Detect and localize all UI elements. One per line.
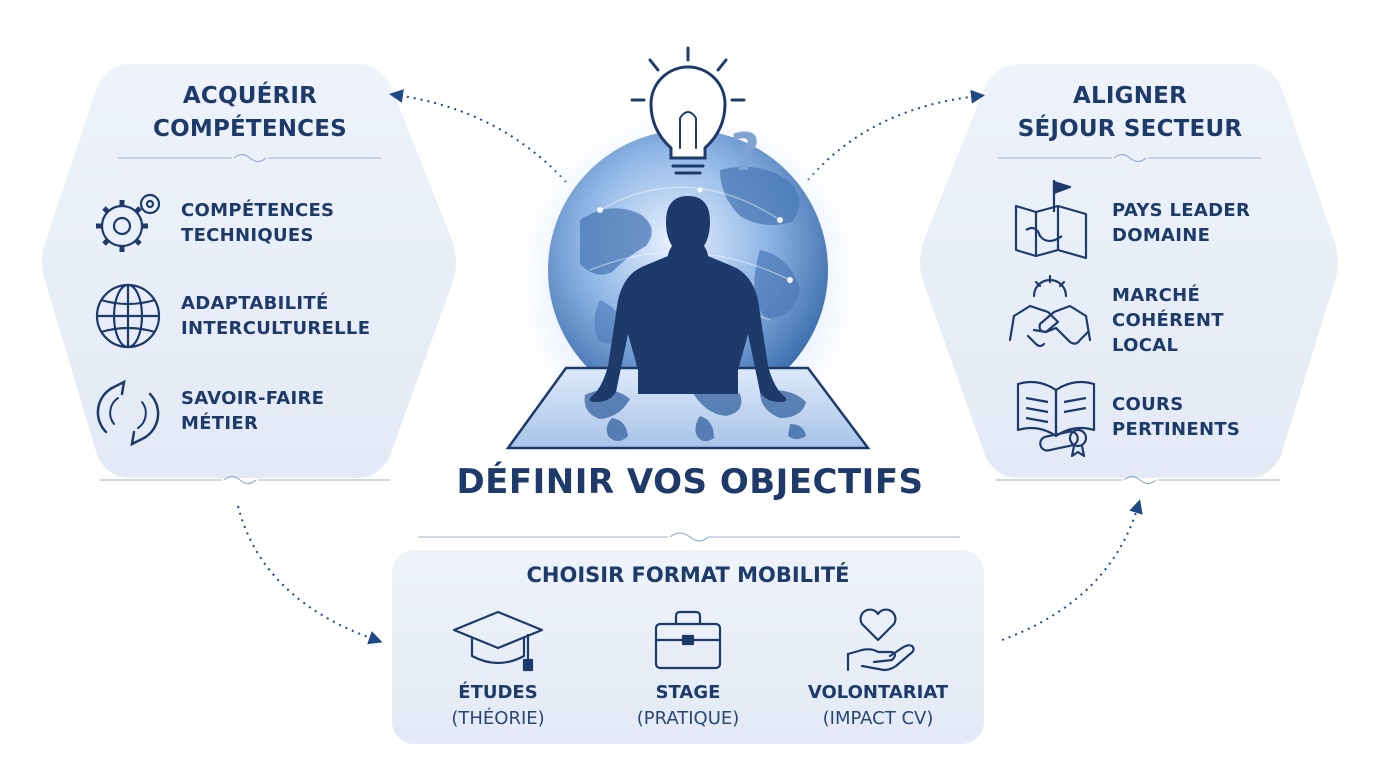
map-flag-icon (1014, 180, 1088, 260)
right-item-1-line2: DOMAINE (1112, 225, 1211, 246)
handshake-icon (1008, 274, 1092, 348)
cycle-arrows-icon (96, 379, 160, 447)
left-item-intercultural-adaptability: ADAPTABILITÉ INTERCULTURELLE (181, 291, 370, 341)
gears-icon (96, 193, 161, 252)
question-mark-icon: ? (730, 123, 760, 183)
right-panel-title: ALIGNER SÉJOUR SECTEUR (980, 80, 1280, 146)
left-item-2-line1: ADAPTABILITÉ (181, 293, 329, 314)
left-item-professional-know-how: SAVOIR-FAIRE MÉTIER (181, 386, 324, 436)
bottom-panel-title: CHOISIR FORMAT MOBILITÉ (526, 563, 850, 587)
right-bottom-divider (996, 476, 1280, 484)
right-item-3-line1: COURS (1112, 394, 1184, 415)
format-internship-sub: (PRATIQUE) (636, 708, 740, 729)
left-item-2-line2: INTERCULTURELLE (181, 318, 371, 339)
right-panel-title-line1: ALIGNER (1073, 83, 1187, 109)
person-silhouette (589, 196, 787, 402)
format-studies-sub: (THÉORIE) (451, 708, 545, 729)
right-item-local-market: MARCHÉ COHÉRENT LOCAL (1112, 283, 1224, 358)
lightbulb-icon (630, 46, 746, 175)
left-item-3-line1: SAVOIR-FAIRE (181, 388, 325, 409)
arrow-center-to-right (807, 89, 985, 181)
right-item-3-line2: PERTINENTS (1112, 419, 1241, 440)
format-volunteering-label: VOLONTARIAT (807, 682, 949, 703)
format-volunteering-sub: (IMPACT CV) (822, 708, 934, 729)
heart-hand-icon (846, 608, 915, 672)
briefcase-icon (654, 610, 722, 670)
book-diploma-icon (1016, 380, 1096, 458)
right-panel-title-line2: SÉJOUR SECTEUR (1017, 116, 1243, 142)
left-title-divider (118, 154, 382, 162)
left-panel-title-line1: ACQUÉRIR (182, 83, 318, 109)
right-item-leading-country: PAYS LEADER DOMAINE (1112, 198, 1250, 248)
left-panel-title: ACQUÉRIR COMPÉTENCES (100, 80, 400, 146)
format-studies-label: ÉTUDES (458, 682, 538, 703)
center-title-divider (418, 532, 960, 542)
arrow-bottom-to-right (1001, 499, 1143, 641)
arrow-left-to-bottom (237, 505, 383, 645)
right-item-2-line2: COHÉRENT (1112, 310, 1224, 331)
right-item-2-line1: MARCHÉ (1112, 285, 1201, 306)
graduation-cap-icon (452, 610, 544, 672)
right-panel-hexagon (920, 64, 1338, 478)
globe-icon (95, 283, 161, 349)
bottom-panel-box (392, 550, 984, 744)
format-internship-label: STAGE (655, 682, 721, 703)
right-title-divider (998, 154, 1262, 162)
main-title: DÉFINIR VOS OBJECTIFS (456, 462, 924, 502)
right-item-2-line3: LOCAL (1112, 335, 1179, 356)
left-item-1-line2: TECHNIQUES (181, 225, 314, 246)
arrow-center-to-left (389, 89, 567, 183)
left-item-3-line2: MÉTIER (181, 413, 259, 434)
left-panel-hexagon (42, 64, 456, 478)
left-bottom-divider (100, 476, 390, 484)
left-item-1-line1: COMPÉTENCES (181, 200, 335, 221)
left-panel-title-line2: COMPÉTENCES (153, 116, 347, 142)
right-item-relevant-courses: COURS PERTINENTS (1112, 392, 1240, 442)
right-item-1-line1: PAYS LEADER (1112, 200, 1251, 221)
left-item-technical-skills: COMPÉTENCES TECHNIQUES (181, 198, 334, 248)
